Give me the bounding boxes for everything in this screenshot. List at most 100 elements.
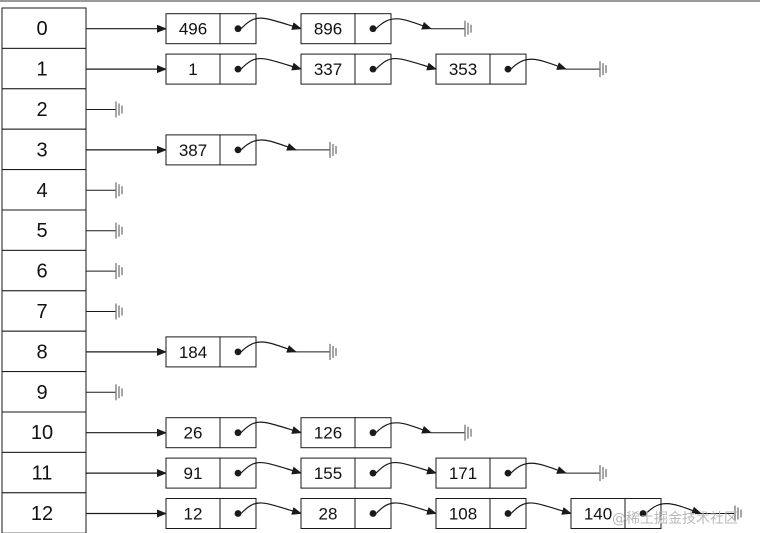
pointer-dot bbox=[234, 429, 242, 437]
pointer-dot bbox=[234, 146, 242, 154]
watermark: @稀土掘金技术社区 bbox=[612, 511, 738, 527]
node-value-cell bbox=[300, 457, 356, 489]
bucket-index-label: 8 bbox=[36, 341, 47, 363]
list-node: 387 bbox=[165, 134, 337, 166]
list-node: 1 bbox=[165, 53, 302, 85]
pointer-dot bbox=[369, 469, 377, 477]
list-node: 155 bbox=[300, 457, 437, 489]
list-node: 108 bbox=[435, 498, 572, 529]
pointer-dot bbox=[369, 25, 377, 33]
node-value: 91 bbox=[184, 464, 203, 483]
chain-4 bbox=[86, 182, 123, 199]
bucket-row-11: 11 bbox=[1, 451, 87, 494]
bucket-index-label: 6 bbox=[36, 261, 47, 283]
list-node: 171 bbox=[435, 457, 607, 489]
node-value: 12 bbox=[184, 505, 203, 524]
bucket-cell-12 bbox=[1, 492, 87, 533]
node-value-cell bbox=[165, 13, 221, 45]
list-node: 184 bbox=[165, 336, 337, 368]
chain-3: 387 bbox=[86, 134, 337, 166]
bucket-index-label: 2 bbox=[36, 99, 47, 121]
chain-1: 1 337 353 bbox=[86, 53, 607, 85]
null-pointer-arrow bbox=[240, 139, 297, 151]
chain-8: 184 bbox=[86, 336, 337, 368]
list-node: 140 bbox=[570, 498, 742, 529]
pointer-dot bbox=[504, 469, 512, 477]
chain-0: 496 896 bbox=[86, 13, 472, 45]
node-value: 155 bbox=[314, 464, 342, 483]
next-pointer-arrow bbox=[375, 461, 437, 475]
bucket-row-12: 12 bbox=[1, 492, 87, 533]
list-node: 496 bbox=[165, 13, 302, 45]
bucket-cell-9 bbox=[1, 371, 87, 413]
bucket-row-1: 1 bbox=[1, 47, 87, 90]
chain-12: 12 28 108 140 bbox=[86, 498, 742, 529]
node-value: 140 bbox=[584, 505, 612, 524]
bucket-row-6: 6 bbox=[1, 249, 87, 292]
pointer-dot bbox=[234, 469, 242, 477]
node-value: 28 bbox=[319, 505, 338, 524]
pointer-dot bbox=[234, 510, 242, 517]
bucket-cell-10 bbox=[1, 411, 87, 453]
bucket-index-label: 4 bbox=[36, 180, 47, 202]
null-pointer-arrow bbox=[510, 58, 567, 70]
list-node: 26 bbox=[165, 417, 302, 449]
next-pointer-arrow bbox=[375, 502, 437, 515]
pointer-dot bbox=[504, 510, 512, 517]
bucket-row-10: 10 bbox=[1, 411, 87, 453]
chain-5 bbox=[86, 222, 123, 239]
node-value-cell bbox=[165, 53, 221, 85]
node-value-cell bbox=[165, 417, 221, 449]
bucket-row-5: 5 bbox=[1, 209, 87, 251]
bucket-index-label: 5 bbox=[36, 220, 47, 242]
list-node: 28 bbox=[300, 498, 437, 529]
chain-9 bbox=[86, 384, 123, 401]
pointer-dot bbox=[369, 429, 377, 437]
node-value: 171 bbox=[449, 464, 477, 483]
node-value: 896 bbox=[314, 20, 342, 39]
next-pointer-arrow bbox=[240, 57, 302, 71]
bucket-row-7: 7 bbox=[1, 290, 87, 332]
pointer-dot bbox=[504, 65, 512, 73]
list-node: 353 bbox=[435, 53, 607, 85]
null-pointer-arrow bbox=[375, 422, 432, 434]
node-pointer-cell bbox=[219, 134, 257, 166]
node-value: 387 bbox=[179, 141, 207, 160]
pointer-dot bbox=[369, 65, 377, 73]
bucket-row-4: 4 bbox=[1, 169, 87, 211]
bucket-cell-8 bbox=[1, 330, 87, 373]
node-value: 1 bbox=[188, 60, 197, 79]
bucket-cell-5 bbox=[1, 209, 87, 251]
bucket-index-label: 11 bbox=[32, 463, 53, 485]
pointer-dot bbox=[234, 65, 242, 73]
next-pointer-arrow bbox=[240, 502, 302, 515]
node-value: 496 bbox=[179, 20, 207, 39]
pointer-dot bbox=[234, 348, 242, 356]
node-value-cell bbox=[435, 498, 491, 529]
bucket-row-2: 2 bbox=[1, 88, 87, 130]
bucket-row-0: 0 bbox=[1, 7, 87, 49]
list-node: 896 bbox=[300, 13, 472, 45]
list-node: 91 bbox=[165, 457, 302, 489]
node-value-cell bbox=[165, 498, 221, 529]
node-value: 337 bbox=[314, 60, 342, 79]
chain-10: 26 126 bbox=[86, 417, 472, 449]
null-pointer-arrow bbox=[240, 341, 297, 353]
bucket-row-8: 8 bbox=[1, 330, 87, 373]
bucket-row-9: 9 bbox=[1, 371, 87, 413]
node-value: 126 bbox=[314, 424, 342, 443]
chain-11: 91 155 171 bbox=[86, 457, 607, 489]
node-value-cell bbox=[570, 498, 626, 529]
chain-7 bbox=[86, 303, 123, 320]
null-pointer-arrow bbox=[375, 18, 432, 30]
node-value: 26 bbox=[184, 424, 203, 443]
null-pointer-arrow bbox=[510, 462, 567, 474]
bucket-row-3: 3 bbox=[1, 128, 87, 171]
chain-6 bbox=[86, 263, 123, 280]
next-pointer-arrow bbox=[375, 57, 437, 71]
node-value-cell bbox=[165, 134, 221, 166]
bucket-index-label: 0 bbox=[36, 18, 47, 40]
pointer-dot bbox=[369, 510, 377, 517]
